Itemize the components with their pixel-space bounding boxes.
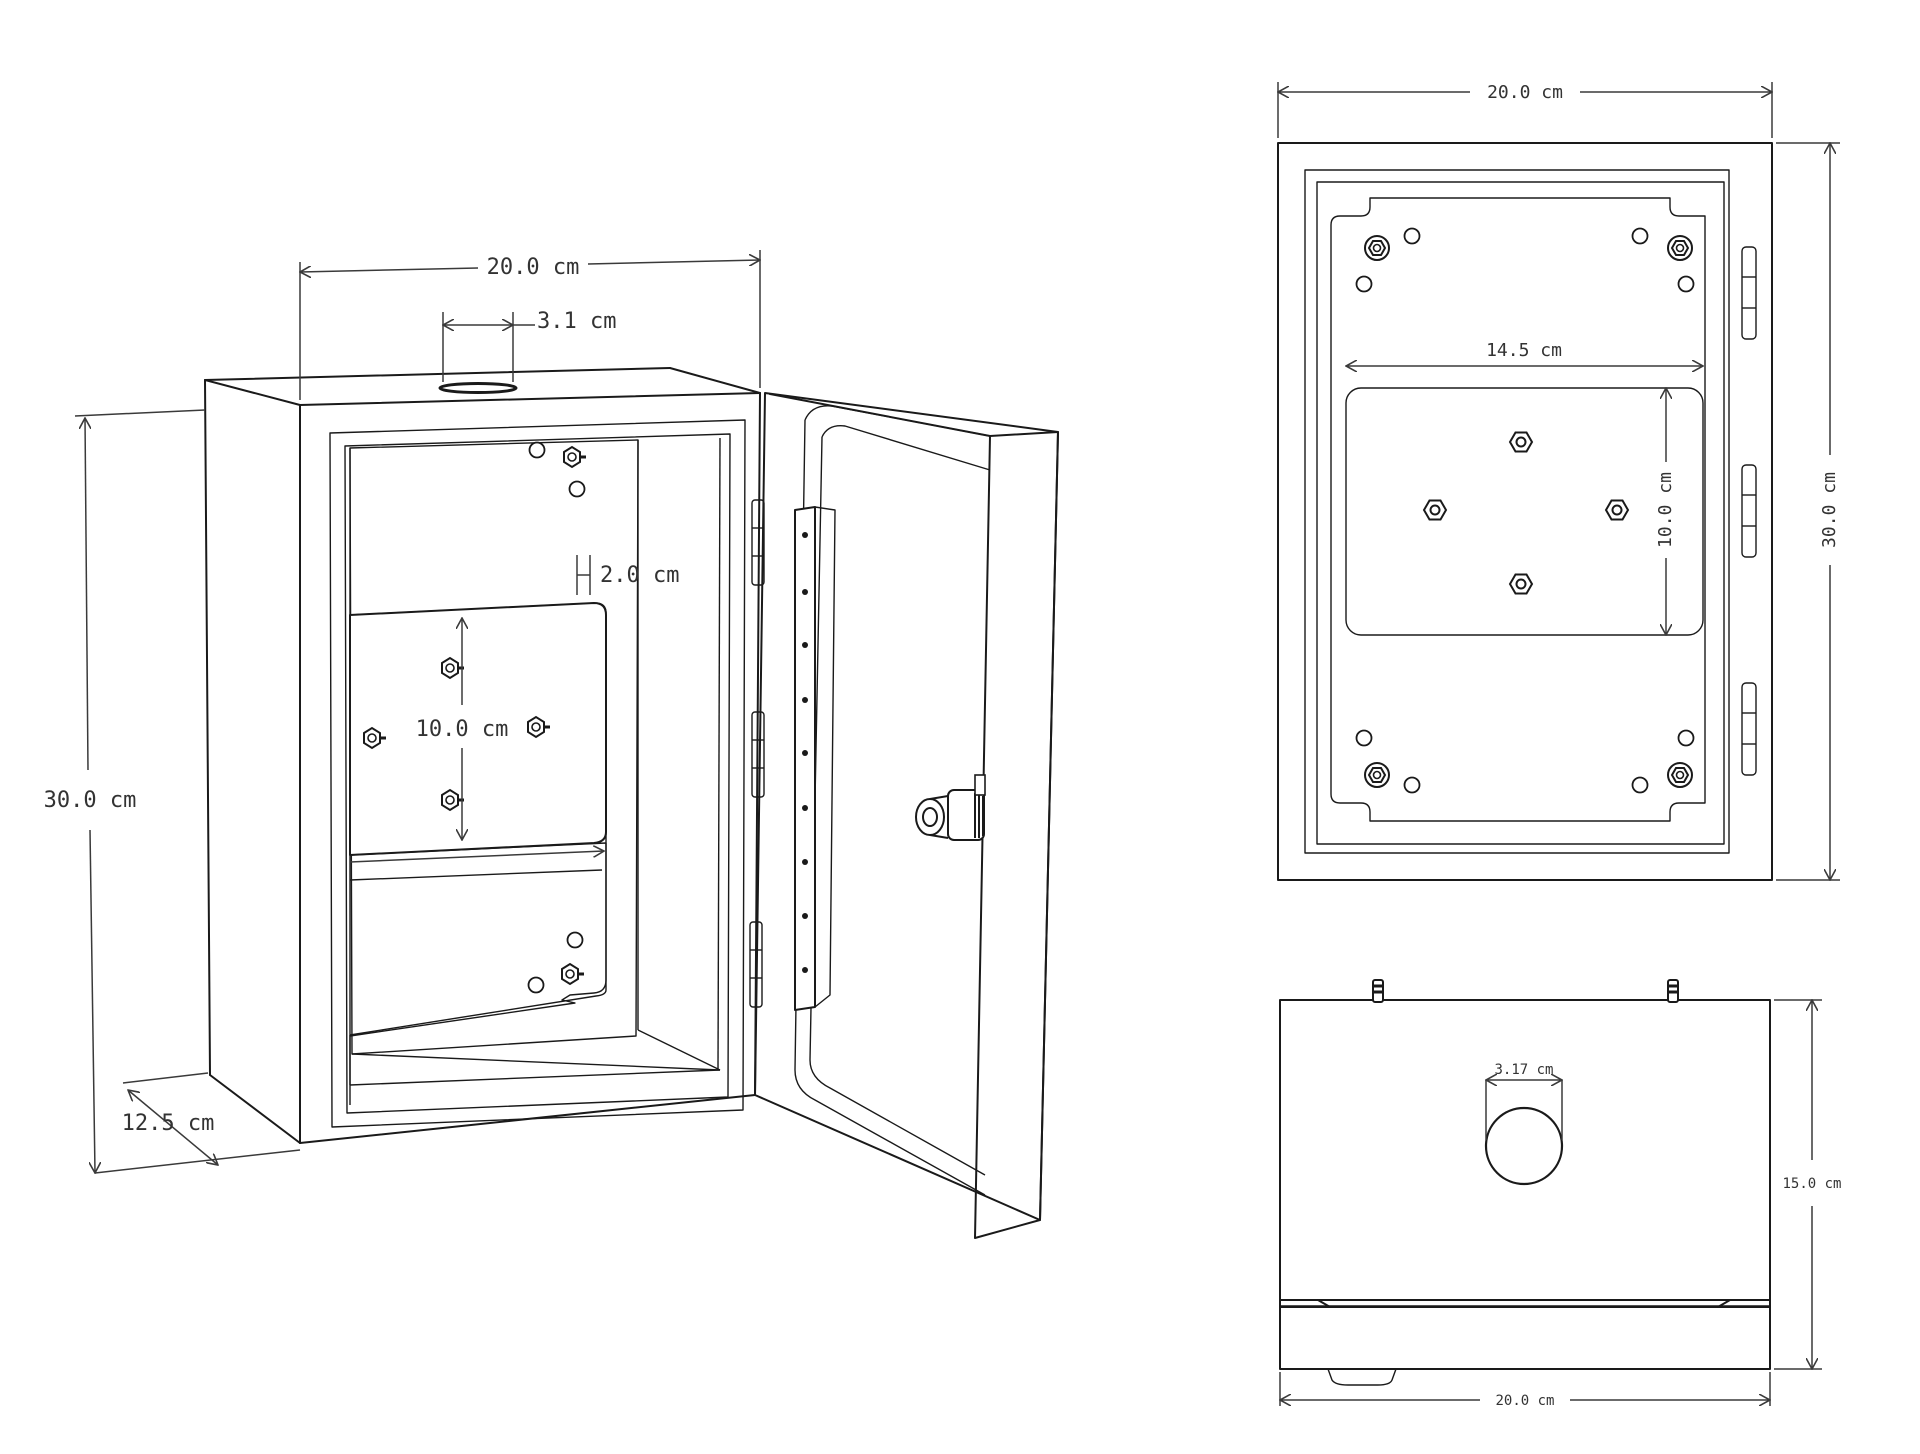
mounting-plate (349, 441, 607, 1085)
dim-label: 14.5 cm (1486, 340, 1562, 361)
dim-label: 15.0 cm (1782, 1176, 1841, 1192)
dim-front-plate-width: 14.5 cm (1346, 340, 1703, 366)
isometric-view: 20.0 cm 3.1 cm 2.0 cm 10.0 cm 30.0 cm (44, 250, 1059, 1239)
dim-label: 20.0 cm (1487, 82, 1563, 103)
dim-iso-width: 20.0 cm (300, 250, 760, 400)
door-latch (915, 774, 986, 841)
dim-label: 20.0 cm (1495, 1393, 1554, 1409)
open-door (754, 392, 1059, 1239)
dim-label: 3.1 cm (537, 309, 616, 334)
dim-front-plate-height: 10.0 cm (1655, 388, 1676, 635)
dim-front-width: 20.0 cm (1278, 82, 1772, 138)
dim-bottom-hole: 3.17 cm (1486, 1062, 1562, 1140)
dim-iso-hole: 3.1 cm (443, 309, 616, 382)
dim-bottom-width: 20.0 cm (1280, 1372, 1770, 1409)
bottom-hole (1484, 1106, 1564, 1186)
dim-label: 20.0 cm (487, 255, 580, 280)
dim-label: 3.17 cm (1494, 1062, 1553, 1078)
dim-front-height: 30.0 cm (1776, 143, 1840, 880)
front-view: 20.0 cm 14.5 cm 10.0 cm 30.0 cm (1277, 82, 1840, 881)
dim-label: 12.5 cm (122, 1111, 215, 1136)
top-hole (438, 382, 518, 394)
dim-label: 30.0 cm (1819, 472, 1840, 548)
dim-bottom-depth: 15.0 cm (1774, 1000, 1842, 1369)
bottom-view: 3.17 cm 15.0 cm 20.0 cm (1279, 979, 1842, 1409)
front-fasteners (1355, 227, 1695, 794)
dim-label: 10.0 cm (416, 717, 509, 742)
dim-iso-depth: 12.5 cm (94, 1072, 301, 1174)
hinge-bar-holes (802, 532, 808, 973)
box-body (204, 367, 761, 1144)
dim-label: 30.0 cm (44, 788, 137, 813)
dim-iso-height: 30.0 cm (44, 409, 206, 1173)
dim-label: 10.0 cm (1655, 472, 1676, 548)
dim-iso-plate: 10.0 cm (349, 618, 604, 863)
dim-iso-gap: 2.0 cm (576, 555, 679, 595)
front-hinges (1741, 246, 1757, 776)
dim-label: 2.0 cm (600, 563, 679, 588)
